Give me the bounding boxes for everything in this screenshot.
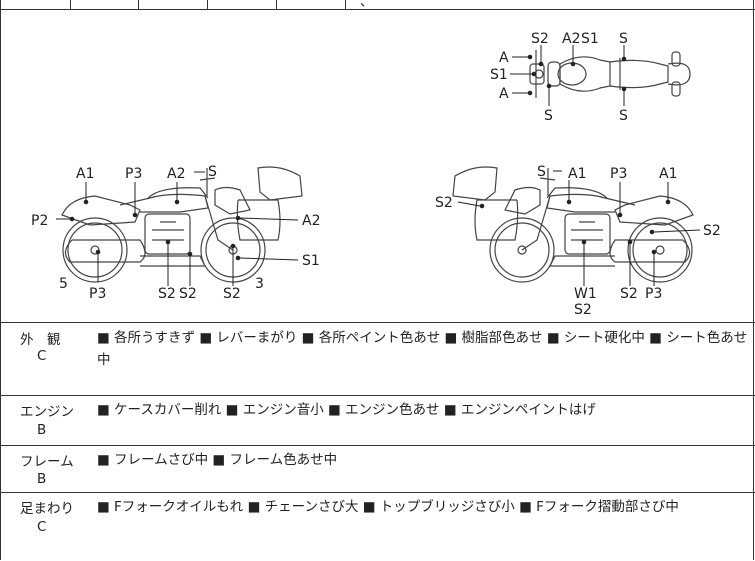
diagram-label: P3 xyxy=(125,166,142,182)
diagram-label: P3 xyxy=(610,166,627,182)
diagram-label: S2 xyxy=(435,195,453,211)
category-name: 外 観 xyxy=(20,332,61,348)
diagram-label: A2 xyxy=(562,31,580,47)
category-grade: B xyxy=(37,422,47,438)
category-notes: ■ Fフォークオイルもれ ■ チェーンさび大 ■ トップブリッジさび小 ■ Fフ… xyxy=(97,499,679,515)
category-grade: C xyxy=(37,519,47,535)
table-divider xyxy=(70,0,71,9)
diagram-label: S2 xyxy=(703,223,721,239)
diagram-label: S1 xyxy=(490,67,508,83)
category-name: フレーム xyxy=(20,454,74,470)
divider xyxy=(0,9,755,10)
diagram-label: S2 xyxy=(158,286,176,302)
diagram-label: S2 xyxy=(531,31,549,47)
category-notes: ■ ケースカバー削れ ■ エンジン音小 ■ エンジン色あせ ■ エンジンペイント… xyxy=(97,402,596,418)
diagram-label: P3 xyxy=(645,286,662,302)
diagram-label: S xyxy=(619,108,628,124)
diagram-label: S2 xyxy=(574,302,592,318)
table-divider xyxy=(207,0,208,9)
right-view-motorcycle xyxy=(452,166,694,283)
diagram-label: A1 xyxy=(76,166,94,182)
divider xyxy=(0,492,755,493)
diagram-label: P3 xyxy=(89,286,106,302)
table-divider xyxy=(138,0,139,9)
diagram-label: S1 xyxy=(302,253,320,269)
diagram-label: A2 xyxy=(302,213,320,229)
diagram-label: A1 xyxy=(659,166,677,182)
divider xyxy=(0,322,755,323)
top-view-motorcycle xyxy=(529,50,691,98)
diagram-label: S xyxy=(537,164,546,180)
diagram-label: S2 xyxy=(620,286,638,302)
diagram-label: A2 xyxy=(167,166,185,182)
table-divider xyxy=(276,0,277,9)
diagram-label: S1 xyxy=(581,31,599,47)
diagram-label: A xyxy=(499,86,509,102)
category-name: エンジン xyxy=(20,404,74,420)
table-divider xyxy=(345,0,346,9)
divider xyxy=(0,395,755,396)
category-grade: C xyxy=(37,348,47,364)
diagram-label: S2 xyxy=(223,286,241,302)
diagram-label: S2 xyxy=(179,286,197,302)
damage-diagram: S2 A2 S1 S A S1 A S S A1 P3 A2 S P2 A2 S… xyxy=(31,31,721,318)
category-name: 足まわり xyxy=(20,501,74,517)
category-grade: B xyxy=(37,471,47,487)
category-notes: ■ フレームさび中 ■ フレーム色あせ中 xyxy=(97,452,338,468)
diagram-label: 3 xyxy=(255,276,264,292)
diagram-label: S xyxy=(544,108,553,124)
diagram-label: W1 xyxy=(574,286,597,302)
category-notes: ■ 各所うすきず ■ レバーまがり ■ 各所ペイント色あせ ■ 樹脂部色あせ ■… xyxy=(97,330,748,368)
diagram-label: A1 xyxy=(568,166,586,182)
diagram-label: S xyxy=(619,31,628,47)
diagram-label: P2 xyxy=(31,213,48,229)
diagram-label: S xyxy=(208,164,217,180)
header-fragment: 、 xyxy=(360,0,374,10)
diagram-label: A xyxy=(499,50,509,66)
divider xyxy=(0,445,755,446)
diagram-label: 5 xyxy=(59,276,68,292)
